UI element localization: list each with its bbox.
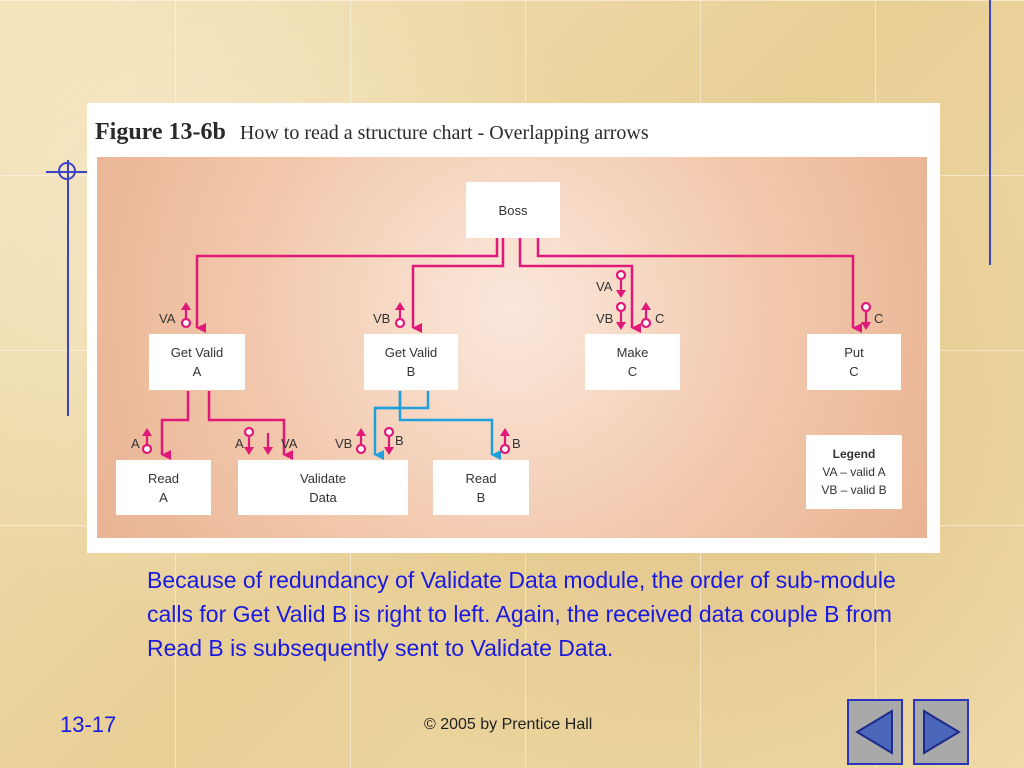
copyright-notice: © 2005 by Prentice Hall	[424, 716, 593, 733]
module-label-line-2: B	[476, 489, 486, 505]
couple-va-get-valid-a-arrowhead	[181, 302, 191, 310]
background-grid-line	[0, 0, 1024, 1]
module-read-a: Read A	[116, 460, 211, 515]
module-read-b: Read B	[433, 460, 529, 515]
module-label-line-1: Validate	[299, 470, 346, 486]
couple-va-make-circle	[615, 269, 627, 281]
couple-vb-get-valid-b-arrowhead	[395, 302, 405, 310]
decorative-vertical-line-left	[67, 160, 69, 416]
couple-label: VB	[335, 436, 353, 451]
couple-va-make-arrowhead	[616, 290, 626, 298]
couple-c-make-circle	[640, 317, 652, 329]
couple-label: A	[235, 436, 244, 451]
triangle-right-icon	[923, 709, 961, 755]
figure-title: Figure 13-6b How to read a structure cha…	[95, 119, 649, 146]
decorative-circle	[58, 162, 76, 180]
call-line-get-valid-a-to-read-a	[160, 391, 190, 460]
module-label-line-1: Get Valid	[170, 345, 224, 360]
module-label-line-1: Read	[465, 470, 497, 486]
module-label-line-1: Get Valid	[384, 345, 438, 360]
module-label-line-2: C	[849, 364, 859, 379]
module-validate-data: Validate Data	[238, 460, 408, 515]
module-label-line-2: B	[406, 364, 416, 379]
couple-label: VA	[159, 311, 176, 326]
module-make-c: Make C	[585, 334, 680, 390]
couple-a-read-a-arrowhead	[142, 428, 152, 436]
module-label-line-2: A	[159, 489, 168, 505]
couple-label: VB	[373, 311, 391, 326]
module-boss-label: Boss	[498, 202, 528, 218]
module-label-line-1: Make	[616, 345, 649, 360]
couple-c-put-arrowhead	[861, 322, 871, 330]
legend-item: VB – valid B	[821, 483, 887, 497]
couple-c-put-circle	[860, 301, 872, 313]
couple-label: B	[512, 436, 521, 451]
couple-a-validate-arrowhead	[244, 447, 254, 455]
module-label-line-1: Put	[844, 345, 864, 360]
couple-vb-validate-circle	[355, 443, 367, 455]
slide-number: 13-17	[60, 712, 117, 737]
call-line-boss-to-make-c	[518, 238, 641, 333]
slide-body-text: Because of redundancy of Validate Data m…	[147, 567, 896, 661]
couple-label: C	[874, 311, 884, 326]
module-label-line-1: Read	[147, 470, 180, 486]
module-get-valid-a: Get Valid A	[149, 334, 245, 390]
call-line-get-valid-a-to-validate-data	[207, 391, 293, 460]
couple-label: A	[131, 436, 140, 451]
legend-item: VA – valid A	[822, 465, 886, 479]
couple-b-validate-arrowhead	[384, 447, 394, 455]
couple-a-read-a-circle	[141, 443, 153, 455]
couple-label: C	[655, 311, 665, 326]
couple-vb-validate-arrowhead	[356, 428, 366, 436]
couple-va-get-valid-a-circle	[180, 317, 192, 329]
decorative-vertical-line-right	[989, 0, 991, 265]
couple-label: VA	[596, 279, 613, 294]
couple-label: VB	[596, 311, 614, 326]
module-put-c: Put C	[807, 334, 901, 390]
couple-label: B	[395, 433, 404, 448]
figure-caption: How to read a structure chart - Overlapp…	[239, 122, 649, 144]
couple-va-validate-arrowhead	[263, 447, 273, 455]
call-line-boss-to-get-valid-a	[195, 238, 499, 333]
couple-c-make-arrowhead	[641, 302, 651, 310]
figure-number: Figure 13-6b	[95, 119, 226, 145]
call-line-boss-to-get-valid-b	[411, 238, 505, 333]
module-label-line-2: A	[192, 364, 202, 379]
couple-a-validate-circle	[243, 426, 255, 438]
call-line-get-valid-b-to-read-b	[398, 391, 501, 460]
couple-vb-make-arrowhead	[616, 322, 626, 330]
module-get-valid-b: Get Valid B	[364, 334, 458, 390]
module-boss: Boss	[466, 182, 560, 238]
couple-b-read-b-arrowhead	[500, 428, 510, 436]
couple-b-validate-circle	[383, 426, 395, 438]
legend-box: Legend VA – valid A VB – valid B	[806, 435, 902, 509]
couple-b-read-b-circle	[499, 443, 511, 455]
couple-vb-get-valid-b-circle	[394, 317, 406, 329]
couple-vb-make-circle	[615, 301, 627, 313]
next-slide-button[interactable]	[913, 699, 969, 765]
call-line-boss-to-put-c	[536, 238, 862, 333]
legend-title: Legend	[832, 447, 876, 461]
module-label-line-2: Data	[309, 489, 337, 505]
couple-label: VA	[281, 436, 298, 451]
module-label-line-2: C	[627, 364, 638, 379]
previous-slide-button[interactable]	[847, 699, 903, 765]
call-line-get-valid-b-connector	[375, 391, 430, 410]
triangle-left-icon	[855, 709, 893, 755]
